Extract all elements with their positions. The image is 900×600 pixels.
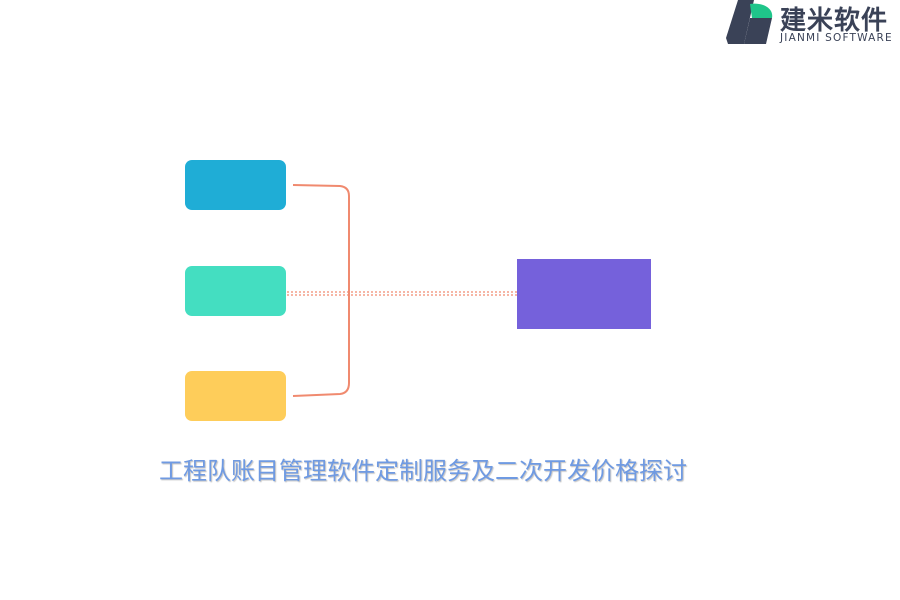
- input-box-3: [185, 371, 286, 421]
- target-box: [517, 259, 651, 329]
- bracket-connector: [292, 184, 350, 397]
- brand-name-en: JIANMI SOFTWARE: [780, 32, 893, 44]
- diagram-caption: 工程队账目管理软件定制服务及二次开发价格探讨: [159, 457, 687, 485]
- brand-logo: 建米软件 JIANMI SOFTWARE: [722, 0, 900, 50]
- input-box-1: [185, 160, 286, 210]
- brand-name-cn: 建米软件: [780, 6, 889, 36]
- jianmi-logo-icon: [726, 0, 773, 44]
- input-box-2: [185, 266, 286, 316]
